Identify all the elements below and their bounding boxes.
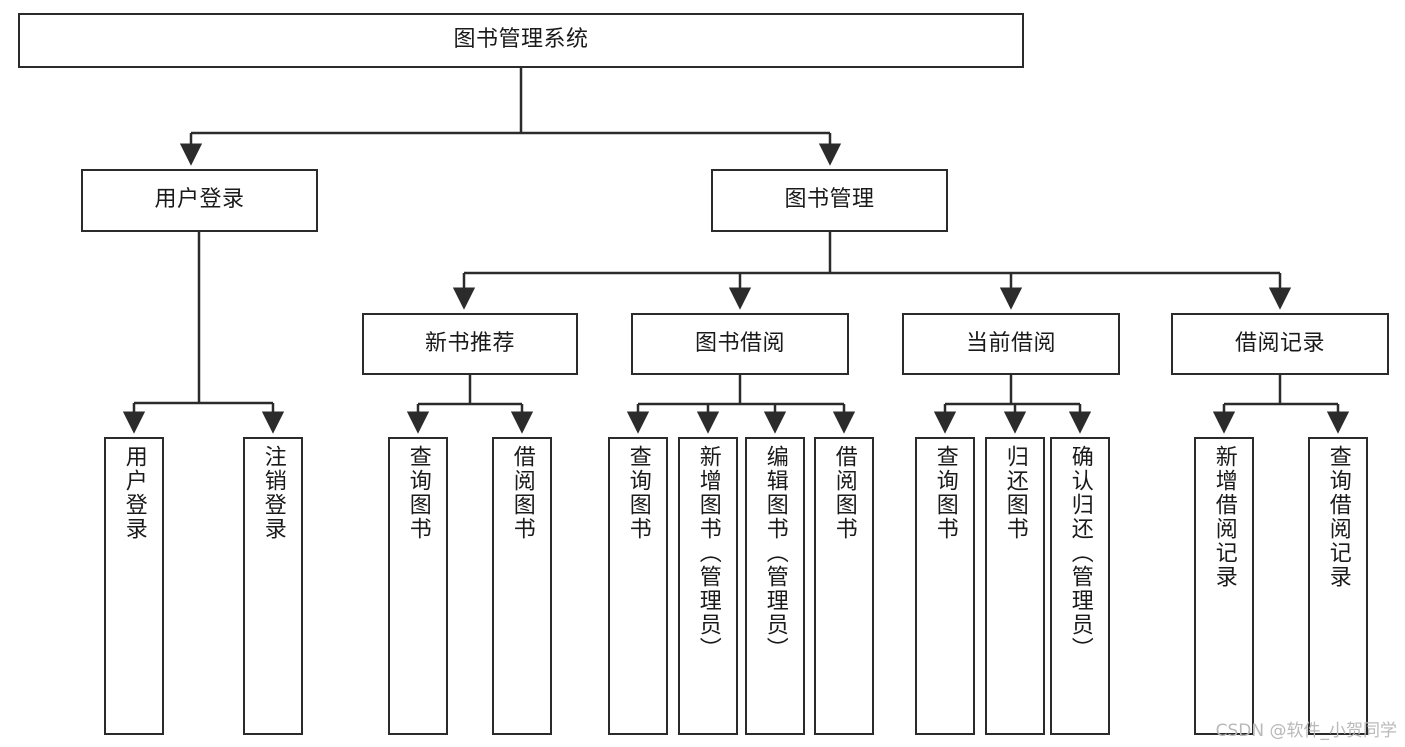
node-root-book-management-system[interactable]: 图书管理系统 — [18, 13, 1024, 68]
node-user-login[interactable]: 用户登录 — [81, 169, 318, 232]
node-label: 用户登录 — [121, 445, 147, 541]
leaf-borrow-record-add-record[interactable]: 新增借阅记录 — [1194, 437, 1254, 735]
node-label: 查询图书 — [932, 445, 958, 541]
leaf-new-book-query-book[interactable]: 查询图书 — [388, 437, 448, 735]
node-label: 新增图书（管理员） — [695, 445, 721, 661]
node-label: 借阅图书 — [831, 445, 857, 541]
leaf-book-borrow-borrow-book[interactable]: 借阅图书 — [814, 437, 874, 735]
watermark-text: CSDN @软件_小贺同学 — [1215, 721, 1397, 741]
node-current-borrow[interactable]: 当前借阅 — [902, 313, 1120, 375]
leaf-current-borrow-confirm-return-admin[interactable]: 确认归还（管理员） — [1050, 437, 1110, 735]
node-label: 查询图书 — [625, 445, 651, 541]
node-label: 图书管理系统 — [453, 27, 589, 53]
node-label: 注销登录 — [260, 445, 286, 541]
leaf-current-borrow-return-book[interactable]: 归还图书 — [985, 437, 1045, 735]
node-book-management[interactable]: 图书管理 — [711, 169, 948, 232]
node-label: 借阅记录 — [1234, 330, 1325, 356]
node-label: 查询借阅记录 — [1325, 445, 1351, 589]
node-label: 编辑图书（管理员） — [762, 445, 788, 661]
leaf-user-login-logout[interactable]: 注销登录 — [243, 437, 303, 735]
node-label: 用户登录 — [154, 187, 245, 213]
node-label: 新书推荐 — [424, 330, 515, 356]
node-label: 查询图书 — [405, 445, 431, 541]
leaf-borrow-record-query-record[interactable]: 查询借阅记录 — [1308, 437, 1368, 735]
node-label: 图书管理 — [784, 187, 875, 213]
leaf-user-login-login[interactable]: 用户登录 — [104, 437, 164, 735]
node-book-borrow[interactable]: 图书借阅 — [631, 313, 849, 375]
node-label: 新增借阅记录 — [1211, 445, 1237, 589]
leaf-book-borrow-edit-book-admin[interactable]: 编辑图书（管理员） — [745, 437, 805, 735]
node-label: 借阅图书 — [509, 445, 535, 541]
leaf-new-book-borrow-book[interactable]: 借阅图书 — [492, 437, 552, 735]
node-label: 归还图书 — [1002, 445, 1028, 541]
node-borrow-record[interactable]: 借阅记录 — [1171, 313, 1389, 375]
node-label: 图书借阅 — [694, 330, 785, 356]
node-new-book-recommend[interactable]: 新书推荐 — [362, 313, 578, 375]
leaf-current-borrow-query-book[interactable]: 查询图书 — [915, 437, 975, 735]
node-label: 确认归还（管理员） — [1067, 445, 1093, 661]
leaf-book-borrow-add-book-admin[interactable]: 新增图书（管理员） — [678, 437, 738, 735]
node-label: 当前借阅 — [965, 330, 1056, 356]
leaf-book-borrow-query-book[interactable]: 查询图书 — [608, 437, 668, 735]
